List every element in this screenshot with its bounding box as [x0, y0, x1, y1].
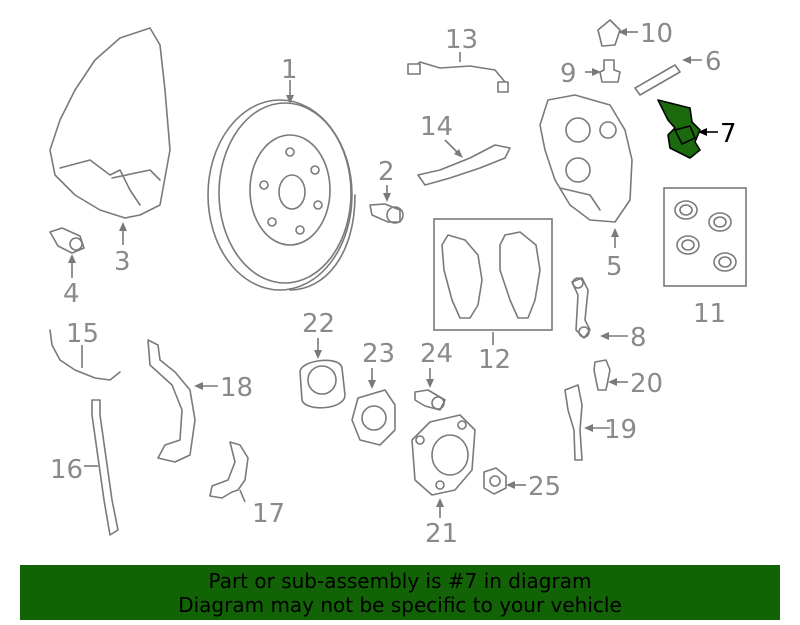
banner-line-2: Diagram may not be specific to your vehi… [178, 592, 622, 617]
part-17-sensor[interactable]: 17 [209, 441, 285, 529]
part-21-wheel-hub[interactable]: 21 [411, 414, 476, 549]
banner-line-1: Part or sub-assembly is #7 in diagram [208, 568, 592, 593]
brake-parts-diagram: 3 4 1 2 13 [49, 19, 747, 549]
callout-16: 16 [50, 455, 83, 485]
callout-17: 17 [252, 499, 285, 529]
part-23-backing-plate[interactable]: 23 [351, 339, 396, 446]
callout-23: 23 [362, 339, 395, 369]
part-19-sensor[interactable]: 19 [564, 384, 637, 461]
part-16-brake-hose[interactable]: 16 [50, 399, 119, 536]
part-15-sensor-cable[interactable]: 15 [49, 319, 121, 381]
callout-15: 15 [66, 319, 99, 349]
callout-21: 21 [425, 519, 458, 549]
callout-22: 22 [302, 309, 335, 339]
part-5-caliper[interactable]: 5 [539, 94, 633, 282]
callout-5: 5 [606, 252, 623, 282]
callout-18: 18 [220, 373, 253, 403]
info-banner: Part or sub-assembly is #7 in diagram Di… [20, 565, 780, 620]
callout-1: 1 [281, 55, 298, 85]
part-12-brake-pads[interactable]: 12 [433, 218, 553, 375]
callout-7: 7 [720, 119, 737, 149]
callout-4: 4 [63, 279, 80, 309]
part-3-dust-shield[interactable]: 3 [49, 27, 171, 277]
callout-6: 6 [705, 47, 722, 77]
part-14-bracket[interactable]: 14 [417, 112, 511, 186]
part-4-bolt[interactable]: 4 [49, 227, 85, 309]
callout-19: 19 [604, 415, 637, 445]
callout-3: 3 [114, 247, 131, 277]
callout-2: 2 [378, 157, 395, 187]
callout-13: 13 [445, 25, 478, 55]
callout-11: 11 [693, 299, 726, 329]
part-2-bolt[interactable]: 2 [369, 157, 404, 224]
callout-10: 10 [640, 19, 673, 49]
part-22-wheel-bearing[interactable]: 22 [299, 309, 346, 409]
callout-20: 20 [630, 369, 663, 399]
part-18-bracket[interactable]: 18 [147, 339, 253, 463]
part-13-sensor-cable[interactable]: 13 [407, 25, 509, 93]
part-8-link[interactable]: 8 [571, 277, 647, 353]
callout-25: 25 [528, 472, 561, 502]
callout-9: 9 [560, 59, 577, 89]
callout-24: 24 [420, 339, 453, 369]
part-7-anti-rattle-spring[interactable]: 7 [657, 99, 737, 159]
part-20-bolt[interactable]: 20 [593, 359, 663, 399]
part-6-bolt[interactable]: 6 [634, 47, 722, 96]
callout-12: 12 [478, 345, 511, 375]
part-25-nut[interactable]: 25 [483, 467, 561, 502]
part-1-brake-rotor[interactable]: 1 [207, 55, 356, 291]
callout-8: 8 [630, 323, 647, 353]
part-9-bleeder[interactable]: 9 [560, 59, 621, 89]
part-24-bolt[interactable]: 24 [414, 339, 453, 411]
part-11-seal-kit[interactable]: 11 [663, 187, 747, 329]
callout-14: 14 [420, 112, 453, 142]
part-10-clip[interactable]: 10 [597, 19, 673, 49]
